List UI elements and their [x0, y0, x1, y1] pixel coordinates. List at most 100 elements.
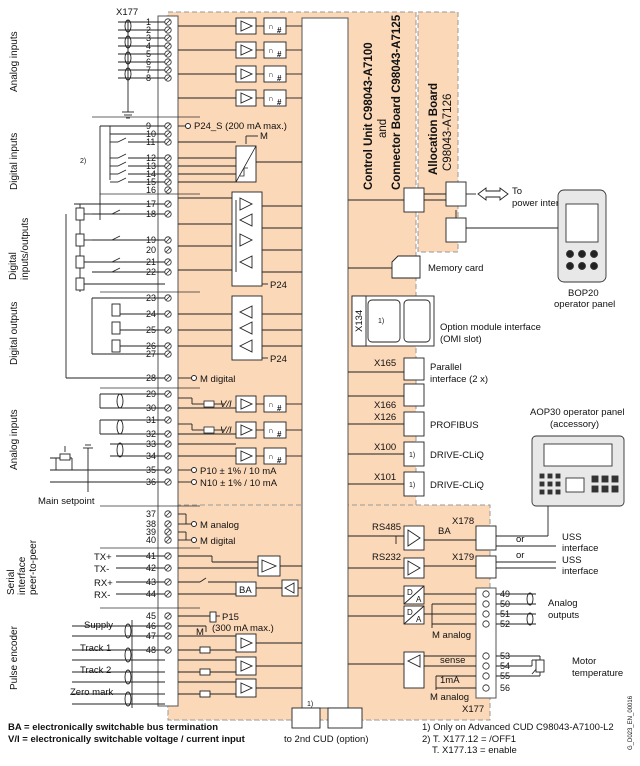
or-label-1: or [516, 534, 524, 545]
memory-card-label: Memory card [428, 263, 483, 274]
terminal-slot-30 [165, 405, 171, 411]
dac1-d: D [407, 588, 413, 597]
terminal-slot-28 [165, 375, 171, 381]
m-label-opto: M [260, 131, 268, 142]
section-dividers [92, 116, 200, 609]
terminal-screw-54 [482, 662, 490, 670]
amplifier-blocks-2 [235, 395, 287, 465]
terminal-slot-29 [165, 391, 171, 397]
svg-text:Serial: Serial [6, 569, 17, 595]
x166-label: X166 [374, 400, 396, 411]
section-label-digital-outputs: Digital outputs [9, 302, 20, 365]
terminal-slot-27 [165, 351, 171, 357]
footnote-1: 1) Only on Advanced CUD C98043-A7100-L2 [422, 722, 614, 733]
svg-text:∩: ∩ [268, 46, 274, 55]
dac2-d: D [407, 608, 413, 617]
svg-text:#: # [277, 98, 282, 107]
terminal-slot-3 [165, 35, 171, 41]
sense-amp-triangle [406, 654, 421, 668]
motor-temp-label-1: Motor [572, 656, 596, 667]
rs-transceivers [403, 525, 497, 579]
bop20-panel [557, 189, 607, 283]
terminal-slot-6 [165, 59, 171, 65]
second-cud-label: to 2nd CUD (option) [284, 734, 368, 745]
terminal-slot-42 [165, 565, 171, 571]
zero-mark-label: Zero mark [70, 687, 114, 698]
digital-io-wires [74, 197, 302, 292]
x100-label: X100 [374, 442, 396, 453]
parallel-interface [348, 357, 425, 407]
drive-cliq-label-2: DRIVE-CLiQ [430, 480, 484, 491]
thermistor [535, 659, 545, 673]
p10-label: P10 ± 1% / 10 mA [200, 466, 277, 477]
terminal-number-37: 37 [146, 509, 156, 519]
terminal-slot-15 [165, 179, 171, 185]
svg-text:#: # [277, 430, 282, 439]
allocation-boxes [403, 181, 467, 243]
figure-code: G_D023_EN_00016 [628, 695, 634, 750]
svg-text:#: # [277, 74, 282, 83]
parallel-label-2: interface (2 x) [430, 374, 488, 385]
m-digital-label-24: M digital [200, 374, 235, 385]
dac2-a: A [416, 615, 422, 624]
dac-blocks [403, 585, 425, 625]
terminal-number-39: 39 [146, 527, 156, 537]
pulse-encoder-wires [72, 615, 302, 708]
terminal-slot-2 [165, 27, 171, 33]
svg-text:Connector Board C98043-A7125: Connector Board C98043-A7125 [391, 14, 403, 190]
note2-marker: 2) [80, 158, 86, 165]
p24s-node [185, 123, 191, 129]
terminal-slot-22 [165, 269, 171, 275]
p10-node [191, 467, 197, 473]
m-digital-label-36: M digital [200, 536, 235, 547]
motor-temp-wires [348, 655, 545, 690]
omi-note: 1) [378, 318, 384, 325]
supply-label: Supply [84, 620, 113, 631]
digital-io-drivers [231, 191, 263, 287]
terminal-screw-56 [482, 684, 490, 692]
rs485-label: RS485 [372, 522, 401, 533]
terminal-slot-23 [165, 295, 171, 301]
terminal-slot-9 [165, 123, 171, 129]
section-label-digital-inputs: Digital inputs [9, 133, 20, 190]
m-analog-node-34 [191, 521, 197, 527]
terminal-slot-14 [165, 171, 171, 177]
aop30-label-1: AOP30 operator panel [530, 407, 625, 418]
svg-text:Control Unit C98043-A7100: Control Unit C98043-A7100 [363, 42, 375, 190]
terminal-slot-12 [165, 155, 171, 161]
rx-minus-label: RX- [94, 590, 110, 601]
terminal-slot-4 [165, 43, 171, 49]
footnote-vi: V/I = electronically switchable voltage … [8, 734, 246, 745]
omi-label-2: (OMI slot) [440, 334, 482, 345]
terminal-slot-19 [165, 237, 171, 243]
svg-text:#: # [277, 456, 282, 465]
omi-slot [351, 295, 435, 347]
terminal-slot-39 [165, 529, 171, 535]
svg-text:peer-to-peer: peer-to-peer [28, 539, 39, 595]
terminal-screw-50 [482, 600, 490, 608]
allocation-board-title: Allocation Board C98043-A7126 [428, 83, 454, 175]
x126-label: X126 [374, 412, 396, 423]
drive-cliq-label-1: DRIVE-CLiQ [430, 450, 484, 461]
footnote-2b: T. X177.13 = enable [432, 745, 517, 756]
main-setpoint-label: Main setpoint [38, 496, 95, 507]
svg-text:Allocation Board: Allocation Board [428, 83, 440, 175]
terminal-slot-26 [165, 343, 171, 349]
terminal-slot-32 [165, 431, 171, 437]
svg-text:inputs/outputs: inputs/outputs [20, 218, 31, 280]
section-label-analog-inputs-2: Analog inputs [9, 409, 20, 470]
n10-label: N10 ± 1% / 10 mA [200, 478, 278, 489]
p15-sub-label: (300 mA max.) [212, 623, 274, 634]
terminal-slot-1 [165, 19, 171, 25]
ba-label-serial: BA [239, 585, 252, 596]
section-label-digital-io: Digital inputs/outputs [8, 218, 31, 280]
terminal-slot-18 [165, 211, 171, 217]
terminal-slot-8 [165, 75, 171, 81]
terminal-number-20: 20 [146, 245, 156, 255]
adc-symbols-2: ∩# ∩# ∩# [268, 400, 282, 465]
terminal-slot-16 [165, 187, 171, 193]
svg-text:∩: ∩ [268, 400, 274, 409]
track1-label: Track 1 [80, 643, 111, 654]
one-ma-label: 1mA [440, 675, 460, 686]
